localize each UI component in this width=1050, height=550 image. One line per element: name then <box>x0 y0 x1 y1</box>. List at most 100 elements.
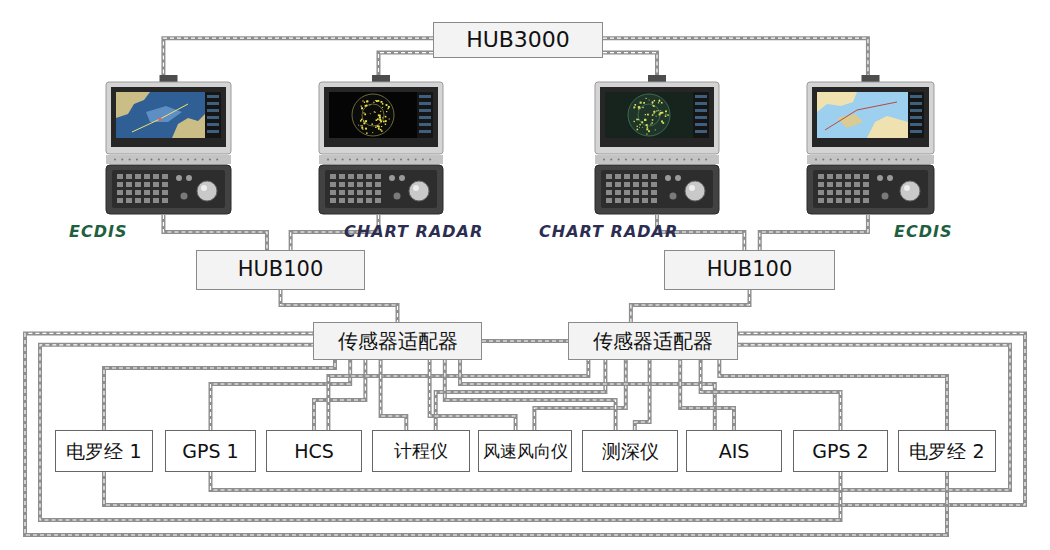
console-part <box>651 122 652 123</box>
console-part <box>361 106 362 107</box>
cable-connector <box>460 360 715 430</box>
console-part <box>413 185 419 191</box>
console-part <box>380 111 381 112</box>
console-part <box>665 175 671 181</box>
console-part <box>330 182 336 187</box>
cable-connector <box>281 290 398 322</box>
console-part <box>900 181 920 201</box>
console-part <box>366 182 372 187</box>
console-part <box>845 174 851 179</box>
console-part <box>827 174 833 179</box>
console-part <box>648 130 650 132</box>
cable-group <box>163 215 267 250</box>
console-part <box>866 159 868 161</box>
console-part <box>381 130 382 131</box>
sensor-box: 电罗经 2 <box>898 430 996 472</box>
console-part <box>638 106 640 108</box>
console-part <box>348 174 354 179</box>
cable-group <box>534 360 625 430</box>
console-part <box>662 122 664 124</box>
cable-group <box>603 38 868 75</box>
cable-connector <box>631 290 750 322</box>
sensor-box: 电罗经 1 <box>55 430 153 472</box>
console-part <box>158 159 160 161</box>
console-part <box>342 159 344 161</box>
console-part <box>683 159 685 161</box>
console-part <box>910 116 922 119</box>
console-part <box>366 190 372 195</box>
console-part <box>624 190 630 195</box>
sensor-label: GPS 2 <box>812 441 868 462</box>
console-part <box>910 123 922 126</box>
console-part <box>665 110 667 112</box>
cable-connector <box>381 360 407 430</box>
sensor-label: 电罗经 2 <box>909 441 984 462</box>
console-part <box>366 174 372 179</box>
console-part <box>144 190 150 195</box>
console-part <box>216 159 218 161</box>
chart-land <box>837 114 863 128</box>
console-part <box>415 159 417 161</box>
cable-group <box>163 38 433 75</box>
sensor-label: 计程仪 <box>394 441 448 461</box>
console-part <box>633 182 639 187</box>
console-part <box>379 115 381 117</box>
route-line <box>132 104 188 132</box>
console-part <box>126 190 132 195</box>
console-part <box>888 159 890 161</box>
cable-dash <box>104 360 335 430</box>
console-part <box>652 102 653 103</box>
console-part <box>135 174 141 179</box>
console-part <box>207 95 219 98</box>
console-part <box>162 190 168 195</box>
console-part <box>136 159 138 161</box>
console-part <box>334 159 336 161</box>
console-brand: CHART RADAR <box>344 223 483 241</box>
console-part <box>339 190 345 195</box>
cable-group <box>760 215 868 250</box>
console-unit: ECDIS <box>105 75 232 215</box>
console-part <box>836 182 842 187</box>
console-part <box>379 117 381 119</box>
console-part <box>319 165 443 214</box>
console-part <box>181 193 188 200</box>
console-part <box>366 198 372 203</box>
console-part <box>352 94 394 136</box>
console-part <box>830 159 832 161</box>
console-part <box>381 126 382 127</box>
console-part <box>393 159 395 161</box>
cable-dash <box>281 290 398 322</box>
chart-land <box>817 92 857 112</box>
console-part <box>854 190 860 195</box>
console-part <box>625 159 627 161</box>
console-part <box>400 159 402 161</box>
console-part <box>658 110 659 111</box>
console-part <box>633 190 639 195</box>
console-part <box>207 116 219 119</box>
console-part <box>361 125 362 126</box>
console-illustration <box>594 75 720 215</box>
cable-dash <box>631 290 750 322</box>
console-part <box>363 122 365 124</box>
console-part <box>135 182 141 187</box>
console-part <box>910 102 922 105</box>
console-part <box>676 159 678 161</box>
console-part <box>863 190 869 195</box>
console-part <box>818 182 824 187</box>
console-part <box>366 100 368 102</box>
console-part <box>615 182 621 187</box>
console-part <box>205 92 221 138</box>
console-part <box>381 101 383 103</box>
cable-dash <box>381 360 407 430</box>
console-part <box>385 124 386 125</box>
adapter-label: 传感器适配器 <box>593 330 713 352</box>
console-part <box>339 174 345 179</box>
cable-connector <box>211 345 1011 490</box>
console-part <box>642 182 648 187</box>
cable-dash <box>430 360 516 430</box>
cable-connector <box>680 360 734 430</box>
console-part <box>646 98 647 99</box>
console-part <box>362 104 384 126</box>
console-part <box>632 159 634 161</box>
console-part <box>360 120 362 122</box>
